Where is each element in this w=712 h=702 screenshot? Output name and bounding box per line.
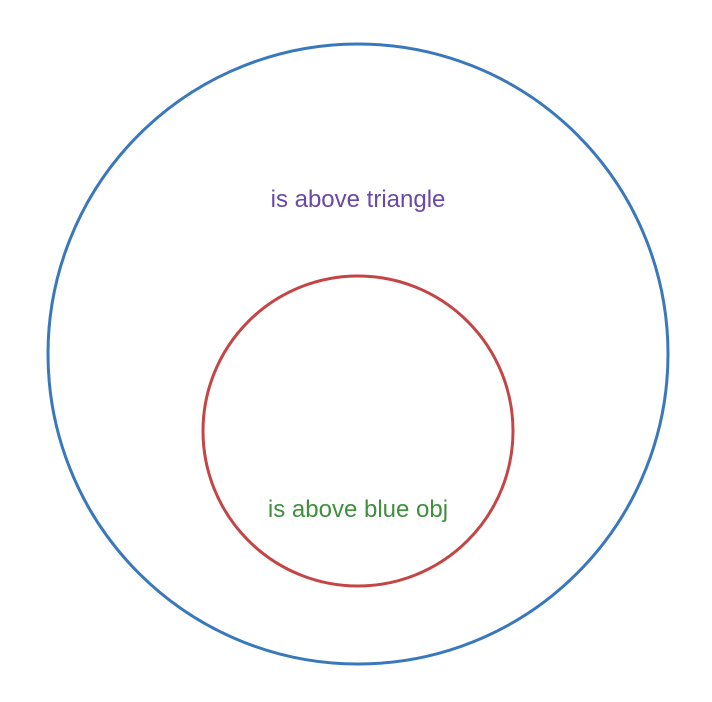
outer-circle	[46, 42, 670, 666]
outer-region-label: is above triangle	[271, 186, 446, 213]
inner-region-label: is above blue obj	[268, 496, 448, 523]
inner-circle	[201, 274, 515, 588]
